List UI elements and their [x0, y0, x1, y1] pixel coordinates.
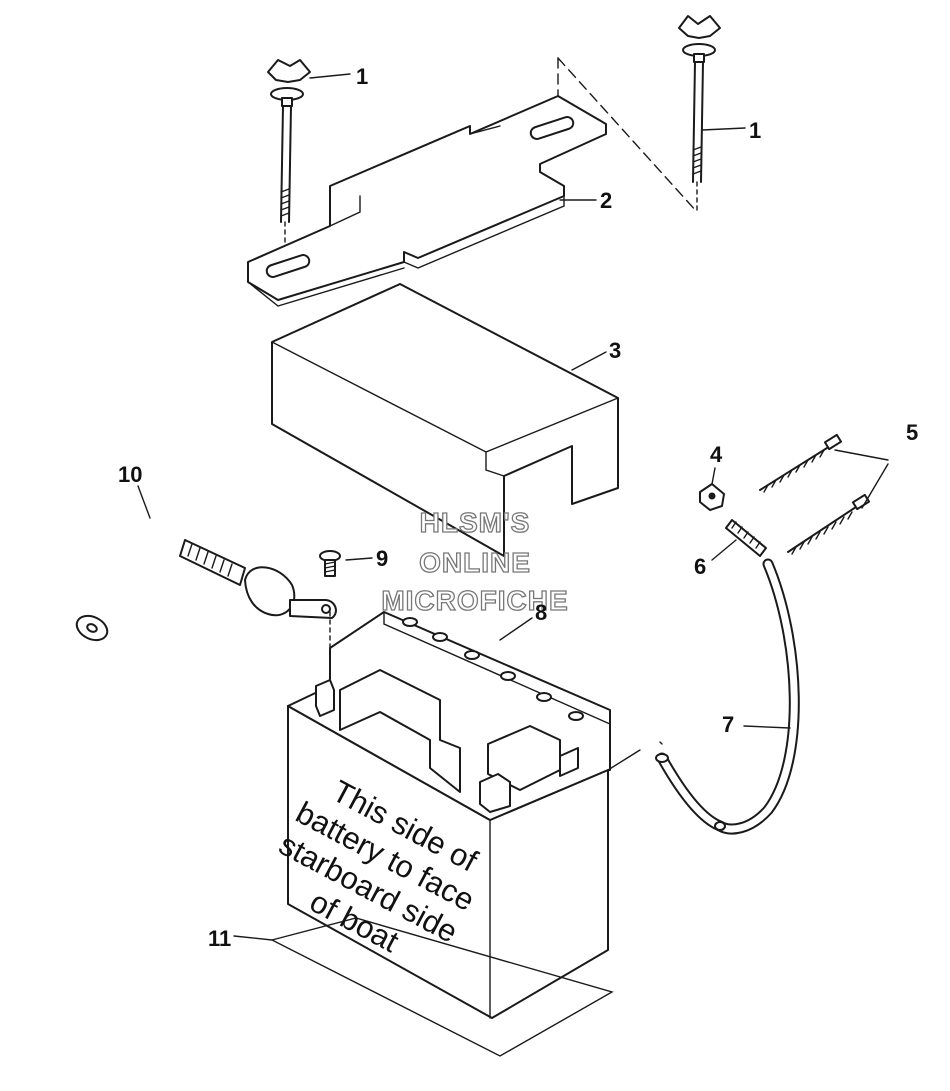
callout-6: 6 [694, 554, 706, 579]
battery [287, 611, 663, 1019]
callout-2: 2 [600, 188, 612, 213]
vent-tie-straps [759, 433, 871, 555]
callout-5: 5 [906, 420, 918, 445]
callout-9: 9 [376, 546, 388, 571]
battery-cable [47, 506, 337, 642]
watermark-line-1: HLSM'S [420, 507, 531, 538]
cap-fitting [699, 483, 725, 511]
callout-3: 3 [609, 338, 621, 363]
hold-down-bracket [247, 95, 607, 307]
callouts: 1 1 2 3 4 5 6 7 8 9 10 11 [118, 64, 918, 951]
wing-bolt-right [557, 15, 721, 213]
battery-cover [271, 283, 619, 557]
callout-1-left: 1 [356, 64, 368, 89]
vent-tube [655, 558, 800, 835]
callout-7: 7 [722, 712, 734, 737]
battery-pad [270, 917, 614, 1057]
callout-4: 4 [710, 442, 723, 467]
callout-1-right: 1 [749, 118, 761, 143]
watermark-line-3: MICROFICHE [381, 585, 568, 616]
callout-10: 10 [118, 462, 142, 487]
vent-elbow [725, 519, 767, 557]
callout-8: 8 [535, 600, 547, 625]
watermark: HLSM'S ONLINE MICROFICHE [381, 506, 569, 616]
watermark-line-2: ONLINE [419, 547, 531, 578]
leader-lines [137, 73, 889, 941]
callout-11: 11 [208, 926, 231, 951]
wing-bolt-left [267, 59, 311, 261]
